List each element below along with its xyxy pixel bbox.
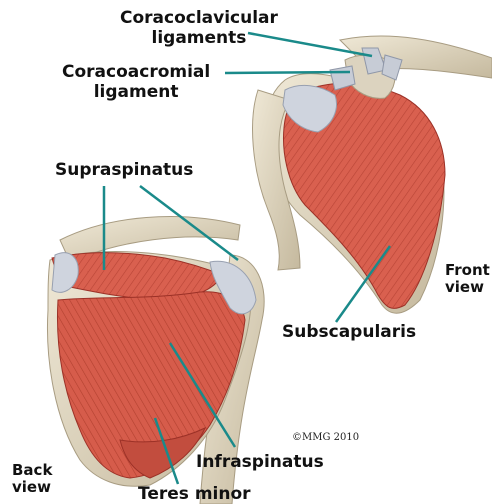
label-coracoacromial-line1: Coracoacromial <box>62 62 210 82</box>
label-supraspinatus: Supraspinatus <box>55 160 193 180</box>
label-subscapularis: Subscapularis <box>282 322 416 342</box>
label-coracoclavicular-line1: Coracoclavicular <box>120 8 278 28</box>
label-front-view-line1: Front <box>445 262 490 279</box>
label-front-view: Front view <box>445 262 490 296</box>
label-infraspinatus: Infraspinatus <box>196 452 324 472</box>
label-back-view-line2: view <box>12 479 52 496</box>
label-coracoacromial: Coracoacromial ligament <box>62 62 210 102</box>
label-front-view-line2: view <box>445 279 490 296</box>
label-back-view-line1: Back <box>12 462 52 479</box>
label-coracoclavicular: Coracoclavicular ligaments <box>120 8 278 48</box>
label-coracoacromial-line2: ligament <box>62 82 210 102</box>
label-back-view: Back view <box>12 462 52 496</box>
leader-coracoacromial <box>225 72 350 73</box>
copyright-text: ©MMG 2010 <box>292 432 359 443</box>
label-teres-minor: Teres minor <box>138 484 251 504</box>
label-coracoclavicular-line2: ligaments <box>120 28 278 48</box>
